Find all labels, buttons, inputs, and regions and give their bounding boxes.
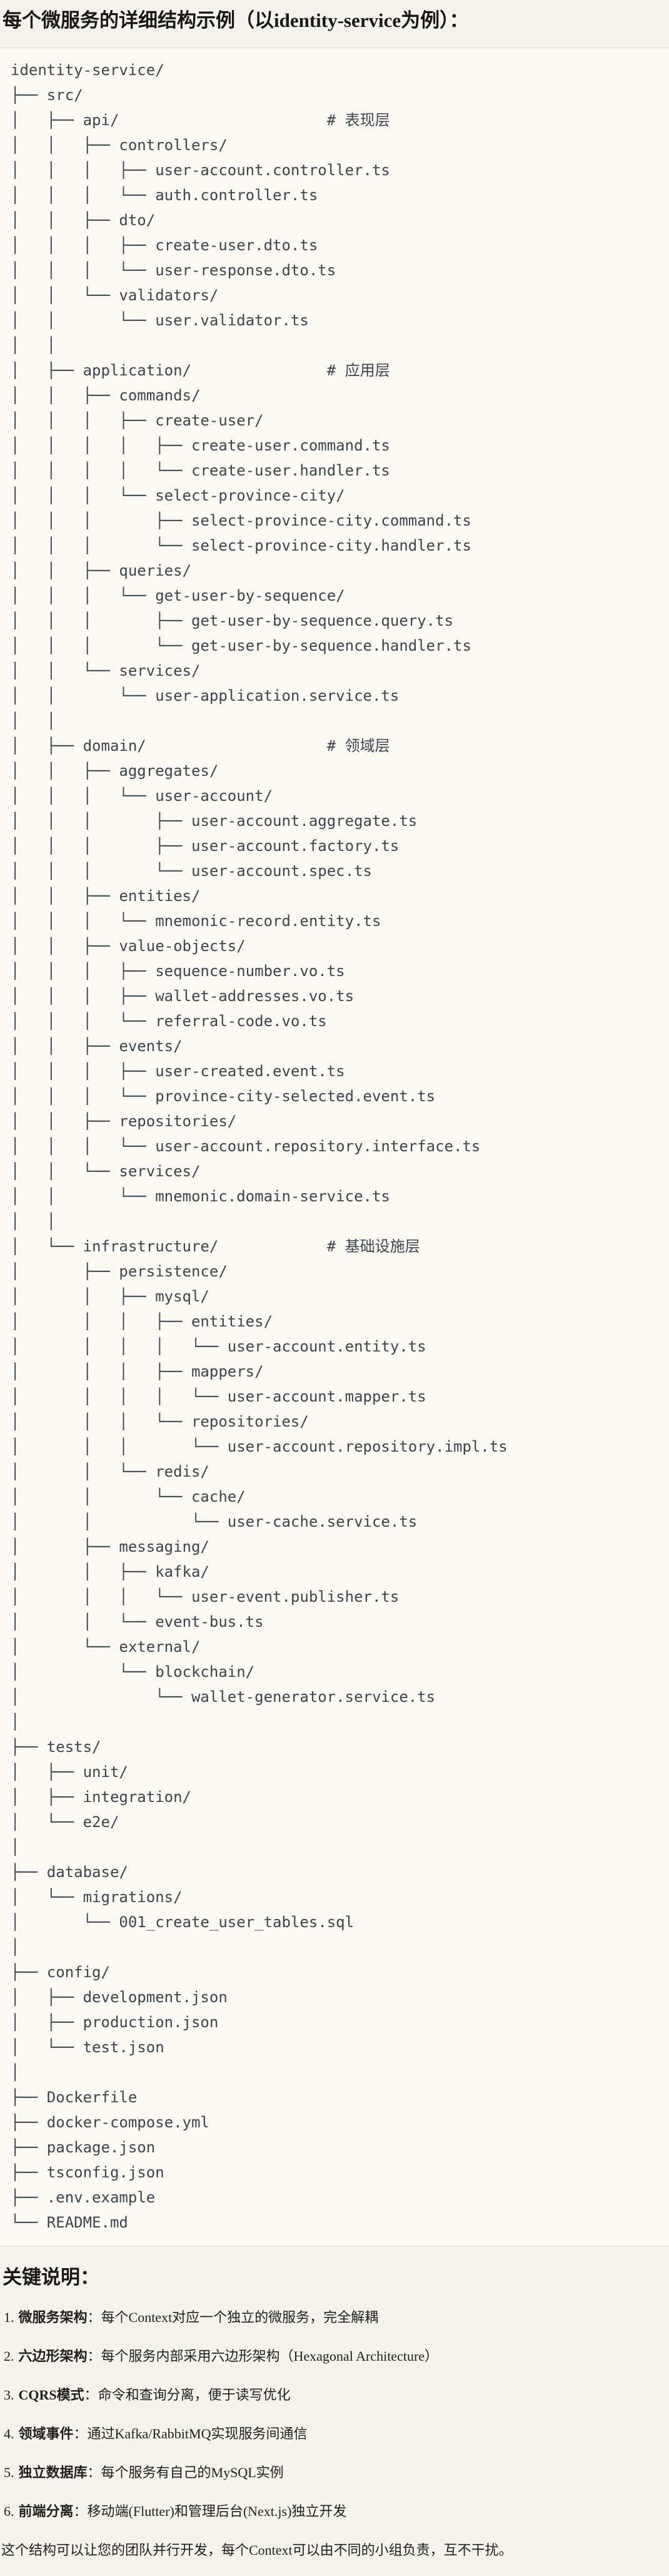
note-label: 微服务架构 (18, 2309, 88, 2325)
note-number: 3. (4, 2387, 14, 2403)
note-text: ：通过Kafka/RabbitMQ实现服务间通信 (73, 2426, 308, 2441)
note-text: ：每个Context对应一个独立的微服务，完全解耦 (87, 2309, 379, 2325)
closing-paragraph: 这个结构可以让您的团队并行开发，每个Context可以由不同的小组负责，互不干扰… (1, 2542, 513, 2558)
note-label: 独立数据库 (18, 2465, 88, 2480)
note-label: CQRS模式 (18, 2387, 84, 2403)
note-number: 1. (4, 2309, 14, 2325)
note-item-independent-db: 5. 独立数据库：每个服务有自己的MySQL实例 (4, 2461, 669, 2484)
note-text: ：每个服务内部采用六边形架构（Hexagonal Architecture） (87, 2348, 439, 2364)
note-item-domain-events: 4. 领域事件：通过Kafka/RabbitMQ实现服务间通信 (4, 2423, 669, 2445)
note-number: 4. (4, 2426, 14, 2441)
note-text: ：命令和查询分离，便于读写优化 (84, 2387, 291, 2403)
note-number: 2. (4, 2348, 14, 2364)
notes-list: 1.微服务架构：每个Context对应一个独立的微服务，完全解耦 2.六边形架构… (0, 2306, 669, 2523)
page-title: 每个微服务的详细结构示例（以identity-service为例）： (3, 9, 469, 31)
note-label: 六边形架构 (18, 2348, 88, 2364)
note-item-hexagonal: 2.六边形架构：每个服务内部采用六边形架构（Hexagonal Architec… (4, 2345, 669, 2368)
directory-tree-code-block: identity-service/ ├── src/ │ ├── api/ # … (0, 48, 669, 2246)
directory-tree-text: identity-service/ ├── src/ │ ├── api/ # … (11, 61, 508, 2231)
note-text: ：移动端(Flutter)和管理后台(Next.js)独立开发 (73, 2503, 347, 2519)
note-number: 5. (4, 2465, 14, 2480)
note-item-microservices: 1.微服务架构：每个Context对应一个独立的微服务，完全解耦 (4, 2306, 669, 2329)
note-text: ：每个服务有自己的MySQL实例 (87, 2465, 284, 2480)
notes-heading: 关键说明： (3, 2266, 99, 2288)
note-label: 前端分离 (18, 2503, 74, 2519)
note-label: 领域事件 (18, 2426, 74, 2441)
note-item-frontend-separation: 6.前端分离：移动端(Flutter)和管理后台(Next.js)独立开发 (4, 2500, 669, 2523)
note-number: 6. (4, 2503, 14, 2519)
note-item-cqrs: 3.CQRS模式：命令和查询分离，便于读写优化 (4, 2384, 669, 2406)
